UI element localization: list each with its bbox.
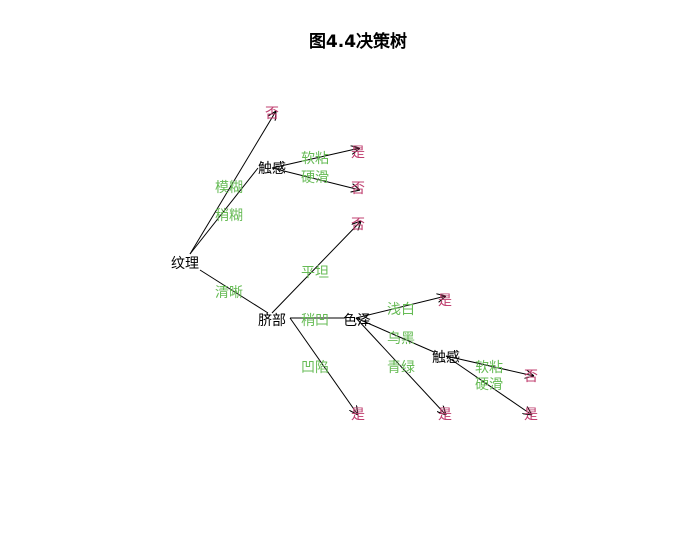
edge-label-slightly-blurry: 稍糊: [215, 208, 243, 224]
edge-touch2-to-no: [445, 355, 534, 376]
node-touch-top: 触感: [258, 160, 286, 177]
edges: [189, 111, 534, 415]
edge-label-slightly-concave: 稍凹: [301, 313, 329, 329]
diagram-title: 图4.4决策树: [309, 31, 407, 52]
edge-texture-to-navel: [199, 269, 269, 314]
leaf-touch-bottom-yes: 是: [524, 407, 538, 423]
edge-touch2-to-yes: [445, 355, 532, 415]
edge-label-black: 乌黑: [387, 331, 415, 347]
edge-label-flat: 平坦: [301, 265, 329, 281]
edge-texture-to-no: [189, 111, 276, 255]
edge-label-blurry: 模糊: [215, 180, 243, 196]
node-touch-bottom: 触感: [432, 349, 460, 366]
edge-touch-to-yes: [271, 148, 360, 169]
leaf-blurry-no: 否: [265, 106, 279, 122]
leaf-touch-top-no: 否: [351, 181, 365, 197]
nodes: 纹理 触感 脐部 色泽 触感: [171, 160, 460, 366]
edge-color-to-yes-green: [355, 317, 446, 415]
edge-color-to-yes: [355, 296, 446, 319]
leaf-flat-no: 否: [351, 217, 365, 233]
edge-label-hard-smooth-bottom: 硬滑: [475, 376, 503, 393]
edge-label-green: 青绿: [387, 360, 415, 376]
node-navel: 脐部: [258, 313, 286, 329]
edge-label-clear: 清晰: [215, 285, 243, 301]
edge-label-soft-sticky-bottom: 软粘: [475, 360, 503, 376]
node-color: 色泽: [343, 312, 371, 329]
edge-navel-to-no: [271, 221, 361, 314]
edge-label-hard-smooth-top: 硬滑: [301, 169, 329, 186]
leaf-touch-top-yes: 是: [351, 145, 365, 161]
edge-touch-to-no: [271, 167, 360, 190]
leaves: 否 是 否 否 是 否 是 是 是: [265, 106, 538, 423]
leaf-touch-bottom-no: 否: [524, 369, 538, 385]
edge-texture-to-touch: [189, 167, 259, 255]
edge-label-light-white: 浅白: [387, 302, 415, 318]
leaf-concave-yes: 是: [351, 407, 365, 423]
leaf-green-yes: 是: [438, 407, 452, 423]
edge-color-to-touch: [355, 317, 435, 353]
edge-label-soft-sticky-top: 软粘: [301, 151, 329, 167]
edge-label-concave: 凹陷: [301, 360, 329, 376]
node-texture: 纹理: [171, 256, 199, 272]
edge-navel-to-yes: [289, 317, 358, 415]
edge-labels: 模糊 稍糊 清晰 软粘 硬滑 平坦 稍凹 凹陷 浅白 乌黑 青绿 软粘 硬滑: [215, 151, 503, 393]
leaf-light-white-yes: 是: [438, 293, 452, 309]
